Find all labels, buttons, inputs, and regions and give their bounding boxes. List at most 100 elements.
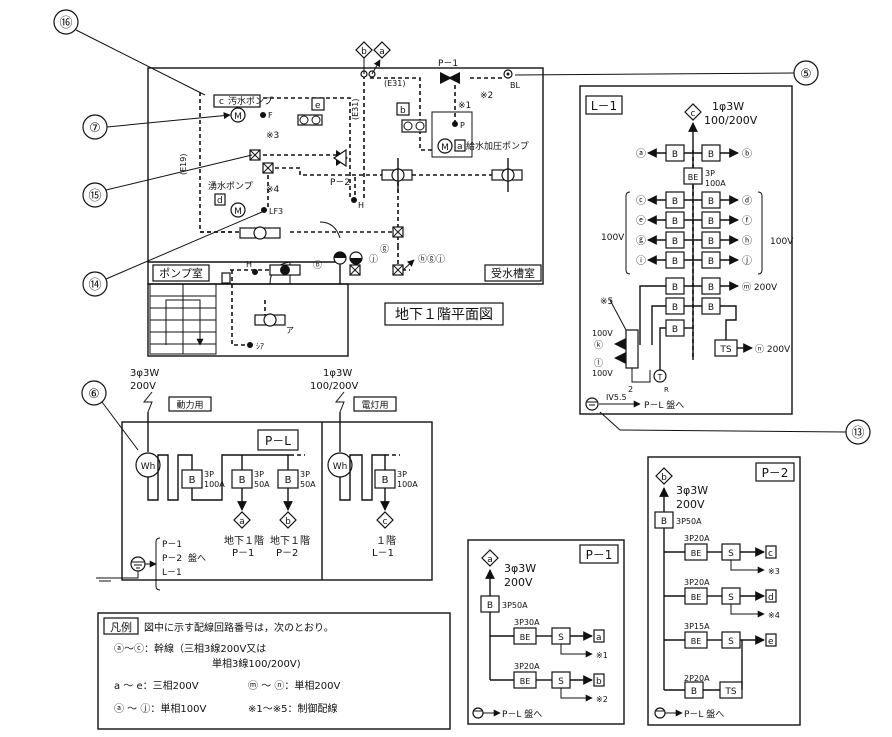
e19-label: (E19) bbox=[179, 154, 188, 175]
svg-text:a: a bbox=[457, 142, 463, 152]
legend: 凡例 図中に示す配線回路番号は，次のとおり。 ⓐ～ⓒ：幹線（三相3線200V又は… bbox=[97, 612, 451, 730]
breaker-p2: B bbox=[285, 475, 292, 486]
wh-meter-light: Wh bbox=[333, 462, 348, 472]
light-fixture bbox=[381, 158, 413, 192]
svg-text:給水加圧ポンプ: 給水加圧ポンプ bbox=[466, 140, 529, 152]
svg-text:d: d bbox=[768, 593, 774, 603]
svg-text:a: a bbox=[596, 633, 602, 643]
svg-text:ⓛ: ⓛ bbox=[594, 358, 603, 369]
svg-text:BE: BE bbox=[520, 633, 531, 642]
light-fixture: ア bbox=[254, 313, 294, 335]
svg-text:ⓙ: ⓙ bbox=[369, 254, 378, 265]
room-tank-label: 受水槽室 bbox=[491, 266, 535, 280]
svg-text:b: b bbox=[285, 517, 291, 527]
svg-text:ⓒ: ⓒ bbox=[636, 195, 646, 207]
svg-text:200V: 200V bbox=[504, 576, 533, 589]
svg-text:⑦: ⑦ bbox=[89, 121, 101, 136]
svg-text:ⓘ: ⓘ bbox=[636, 255, 646, 267]
callout-16: ⑯ bbox=[53, 9, 206, 96]
svg-text:ⓗ: ⓗ bbox=[742, 235, 752, 247]
svg-text:100/200V: 100/200V bbox=[704, 114, 758, 127]
wh-meter: Wh bbox=[141, 462, 156, 472]
receptacles: ⓙ ⓑ ⓖ ⓑⓖⓙ bbox=[313, 244, 445, 271]
svg-text:※2: ※2 bbox=[596, 695, 608, 704]
svg-text:S: S bbox=[558, 677, 564, 687]
svg-text:c: c bbox=[219, 97, 224, 107]
svg-text:B: B bbox=[708, 150, 714, 160]
door bbox=[319, 221, 341, 239]
svg-text:3P20A: 3P20A bbox=[684, 534, 710, 543]
svg-text:ⓚ: ⓚ bbox=[594, 340, 603, 351]
svg-text:L－1: L－1 bbox=[591, 99, 617, 113]
svg-text:c: c bbox=[691, 109, 696, 119]
callout-7: ⑦ bbox=[82, 112, 231, 140]
svg-text:M: M bbox=[234, 112, 242, 122]
svg-text:※3: ※3 bbox=[768, 567, 780, 576]
fluorescent-fixture bbox=[297, 114, 323, 126]
bl-label: BL bbox=[510, 81, 520, 90]
svg-text:S: S bbox=[728, 593, 734, 603]
svg-text:3P20A: 3P20A bbox=[684, 578, 710, 587]
h-label: H bbox=[358, 201, 364, 210]
svg-text:単相3線100/200V): 単相3線100/200V) bbox=[212, 657, 301, 670]
l1-main-breaker: BE bbox=[688, 173, 699, 182]
svg-text:凡例: 凡例 bbox=[110, 620, 132, 634]
svg-text:LF3: LF3 bbox=[269, 207, 283, 216]
svg-text:P－2: P－2 bbox=[162, 554, 182, 564]
svg-text:M: M bbox=[234, 207, 242, 217]
svg-text:B: B bbox=[708, 303, 714, 313]
svg-text:B: B bbox=[672, 303, 678, 313]
svg-text:200V: 200V bbox=[676, 498, 705, 511]
svg-text:P－1: P－1 bbox=[438, 59, 458, 69]
svg-text:L－1: L－1 bbox=[372, 548, 394, 559]
breaker-main-power: B bbox=[189, 475, 196, 486]
svg-text:地下１階: 地下１階 bbox=[224, 534, 264, 547]
floor-plan: ポンプ室 受水槽室 地下１階平面図 c bbox=[147, 41, 544, 357]
callout-15: ⑮ bbox=[82, 154, 253, 208]
svg-text:ⓝ 200V: ⓝ 200V bbox=[755, 344, 791, 355]
svg-text:B: B bbox=[708, 283, 714, 293]
svg-text:F: F bbox=[268, 111, 273, 120]
svg-text:P－1: P－1 bbox=[162, 540, 182, 550]
breaker-p1: B bbox=[239, 475, 246, 486]
svg-text:※1: ※1 bbox=[458, 101, 471, 111]
svg-text:※4: ※4 bbox=[768, 611, 780, 620]
svg-text:※1～※5：制御配線: ※1～※5：制御配線 bbox=[248, 702, 337, 715]
svg-text:P－2: P－2 bbox=[762, 466, 789, 480]
svg-text:2P20A: 2P20A bbox=[684, 674, 710, 683]
svg-text:M: M bbox=[441, 143, 449, 153]
svg-text:BE: BE bbox=[691, 549, 702, 558]
svg-text:ⓜ 200V: ⓜ 200V bbox=[742, 282, 778, 293]
svg-text:P－L 盤へ: P－L 盤へ bbox=[644, 399, 684, 411]
light-fixture bbox=[239, 226, 281, 240]
svg-text:図中に示す配線回路番号は，次のとおり。: 図中に示す配線回路番号は，次のとおり。 bbox=[144, 621, 334, 634]
svg-text:⑥: ⑥ bbox=[88, 387, 100, 402]
svg-text:100V: 100V bbox=[592, 329, 613, 338]
svg-text:a: a bbox=[239, 517, 245, 527]
svg-text:3φ3W: 3φ3W bbox=[130, 368, 159, 379]
breaker-l1: B bbox=[382, 475, 389, 486]
tag-power: 動力用 bbox=[176, 399, 203, 411]
p2-last-breaker: B bbox=[691, 687, 697, 697]
p1-main-breaker: B bbox=[487, 601, 493, 611]
svg-text:IV5.5: IV5.5 bbox=[606, 393, 627, 402]
svg-text:B: B bbox=[672, 237, 678, 247]
svg-text:１階: １階 bbox=[376, 535, 396, 547]
pump-p2: P－2 bbox=[330, 148, 350, 188]
note-2: ※2 bbox=[480, 91, 493, 101]
svg-text:BE: BE bbox=[520, 677, 531, 686]
svg-text:盤へ: 盤へ bbox=[188, 552, 206, 564]
pump-p1: P－1 bbox=[438, 59, 460, 84]
floorplan-title: 地下１階平面図 bbox=[395, 307, 493, 323]
l1-time-switch: TS bbox=[719, 345, 731, 355]
box-e: e bbox=[315, 101, 321, 111]
callout-13: ⑬ bbox=[599, 411, 871, 445]
svg-text:ⓑⓖⓙ: ⓑⓖⓙ bbox=[418, 254, 445, 265]
svg-text:3P: 3P bbox=[705, 169, 715, 178]
svg-text:d: d bbox=[217, 196, 223, 206]
svg-text:⑬: ⑬ bbox=[851, 426, 864, 441]
